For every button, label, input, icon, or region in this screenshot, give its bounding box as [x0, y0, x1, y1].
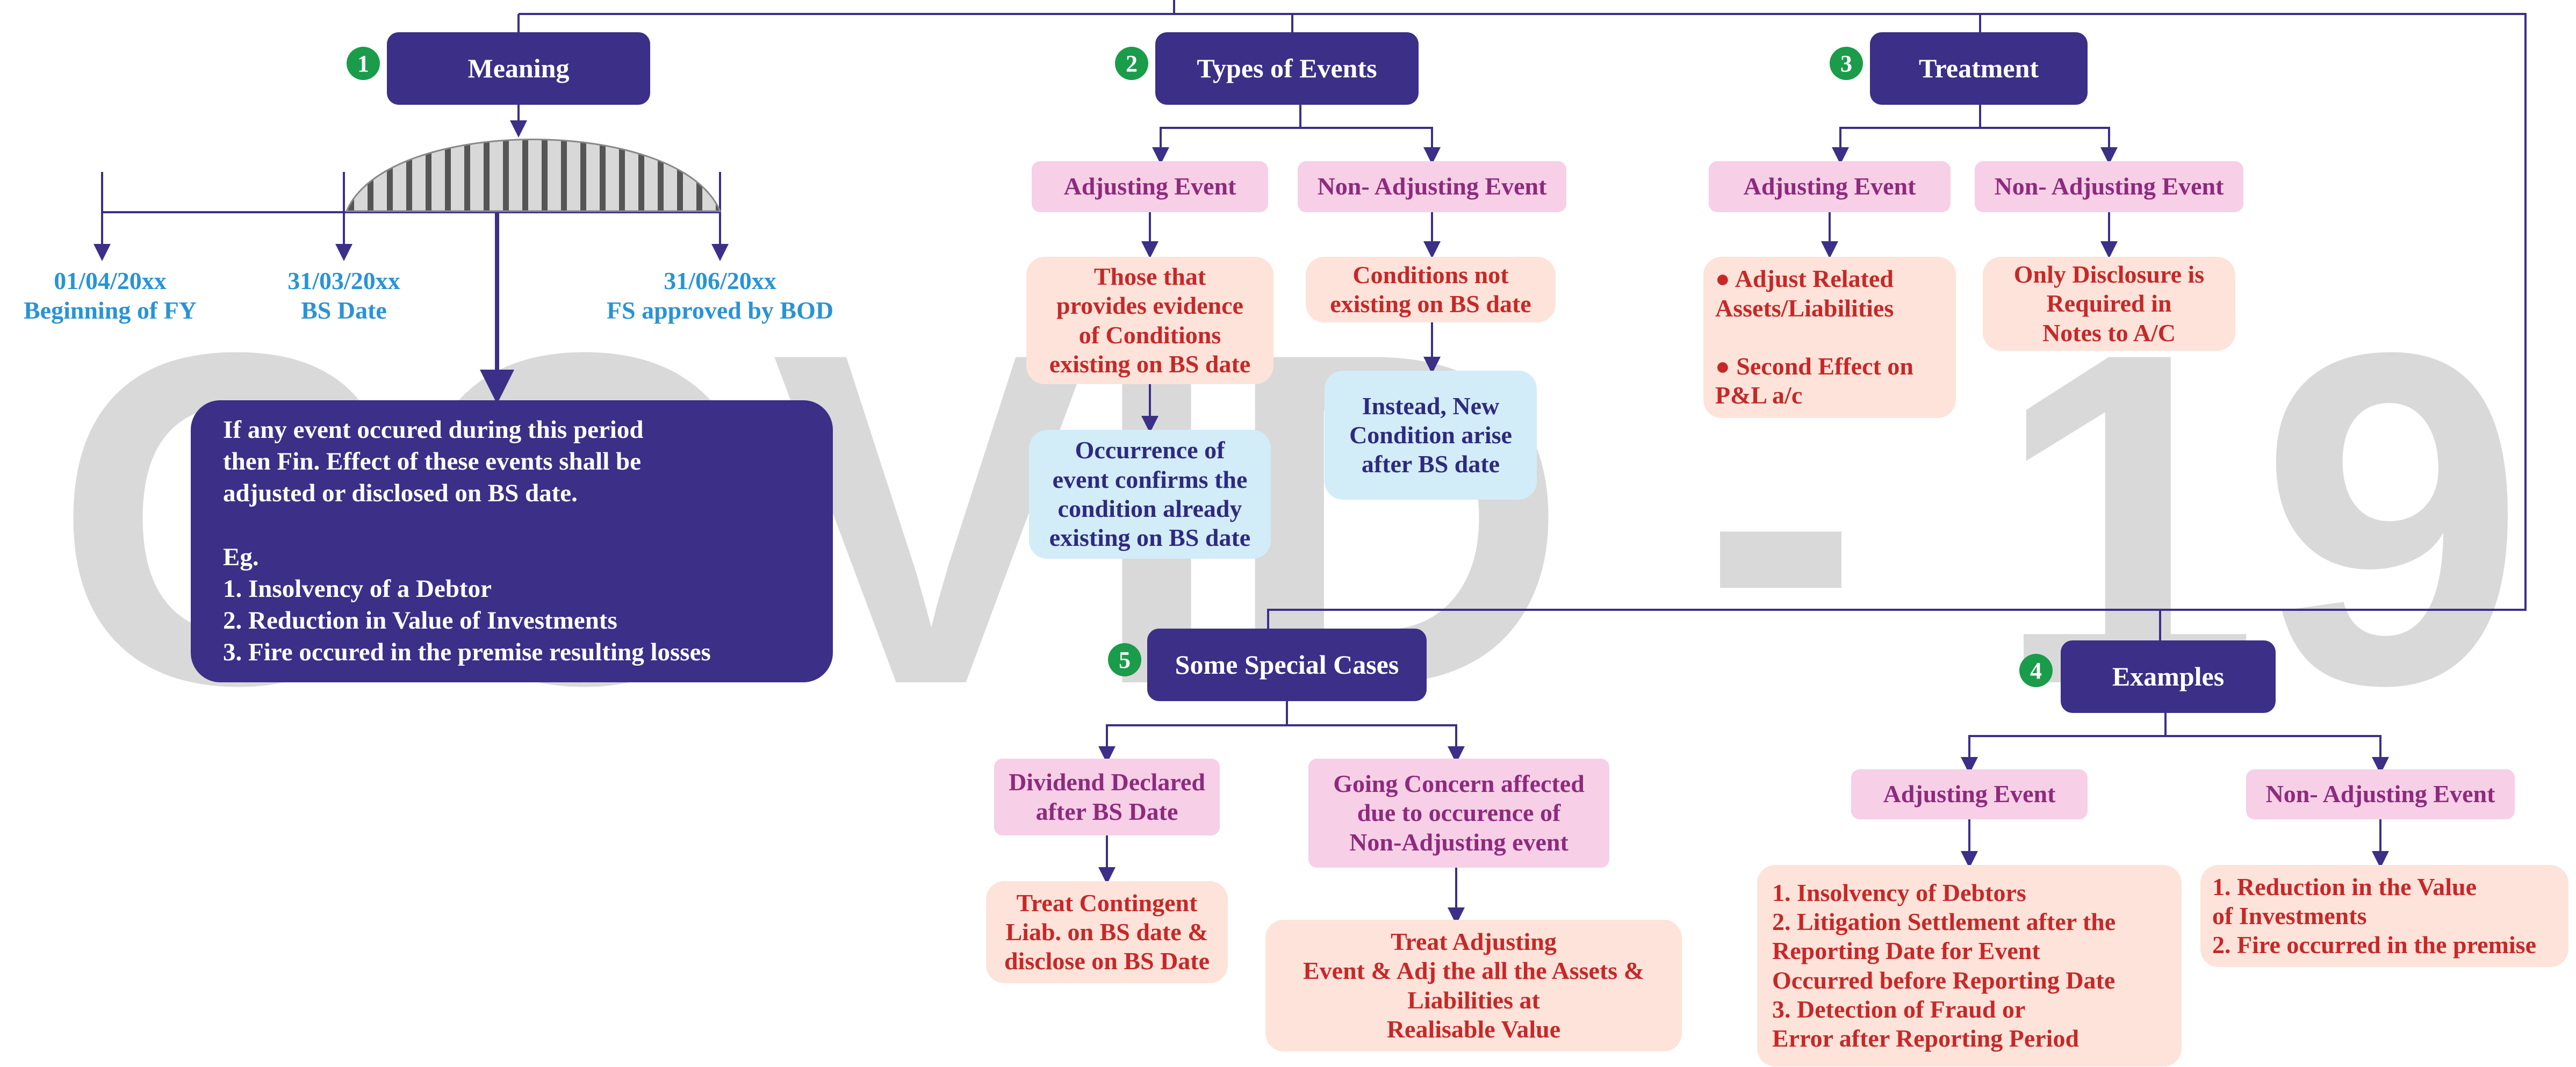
special-dividend-label: Dividend Declared after BS Date [994, 759, 1220, 835]
date-label: Beginning of FY [23, 297, 197, 325]
section-number-badge: 2 [1115, 47, 1148, 80]
treatment-adjusting-desc: ● Adjust Related Assets/Liabilities ● Se… [1703, 257, 1956, 418]
date-beginning-fy: 01/04/20xx Beginning of FY [11, 266, 210, 325]
period-shape [345, 139, 722, 212]
examples-adjusting-label: Adjusting Event [1851, 769, 2088, 819]
treatment-adjusting-label: Adjusting Event [1709, 161, 1951, 212]
meaning-description: If any event occured during this period … [191, 400, 833, 682]
special-dividend-desc: Treat Contingent Liab. on BS date & disc… [986, 881, 1228, 983]
treatment-header: Treatment [1870, 32, 2088, 105]
date-value: 31/03/20xx [287, 267, 400, 294]
date-label: FS approved by BOD [606, 297, 834, 325]
section-number-badge: 5 [1108, 643, 1141, 676]
special-cases-header: Some Special Cases [1147, 629, 1427, 701]
types-adjusting-note: Occurrence of event confirms the conditi… [1029, 430, 1271, 559]
types-adjusting-label: Adjusting Event [1032, 161, 1268, 212]
section-number-badge: 1 [347, 47, 380, 80]
types-adjusting-desc: Those that provides evidence of Conditio… [1026, 257, 1273, 384]
date-fs-approved: 31/06/20xx FS approved by BOD [591, 266, 849, 325]
examples-non-adjusting-desc: 1. Reduction in the Value of Investments… [2200, 865, 2568, 967]
examples-adjusting-desc: 1. Insolvency of Debtors 2. Litigation S… [1757, 865, 2182, 1066]
types-header: Types of Events [1155, 32, 1419, 105]
section-number-badge: 3 [1830, 47, 1863, 80]
section-number-badge: 4 [2019, 654, 2053, 687]
treatment-non-adjusting-desc: Only Disclosure is Required in Notes to … [1983, 257, 2235, 351]
special-going-concern-desc: Treat Adjusting Event & Adj the all the … [1265, 920, 1682, 1051]
types-non-adjusting-label: Non- Adjusting Event [1298, 161, 1566, 212]
types-non-adjusting-desc: Conditions not existing on BS date [1306, 257, 1556, 322]
treatment-non-adjusting-label: Non- Adjusting Event [1975, 161, 2243, 212]
date-value: 01/04/20xx [54, 267, 167, 294]
date-value: 31/06/20xx [664, 267, 776, 294]
date-bs-date: 31/03/20xx BS Date [253, 266, 435, 325]
date-label: BS Date [301, 297, 387, 325]
special-going-concern-label: Going Concern affected due to occurence … [1308, 759, 1609, 868]
types-non-adjusting-note: Instead, New Condition arise after BS da… [1325, 371, 1537, 500]
meaning-header: Meaning [387, 32, 650, 105]
examples-non-adjusting-label: Non- Adjusting Event [2246, 769, 2515, 819]
examples-header: Examples [2061, 640, 2276, 713]
